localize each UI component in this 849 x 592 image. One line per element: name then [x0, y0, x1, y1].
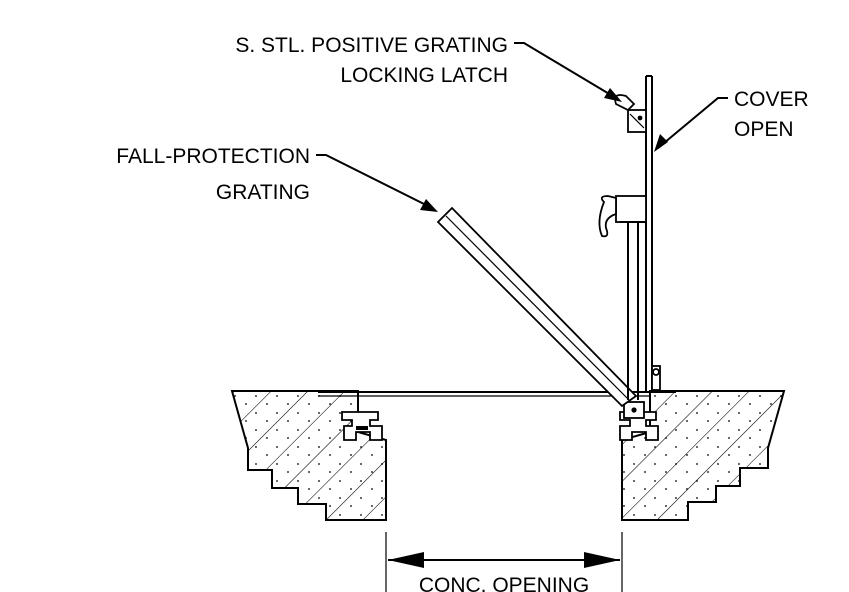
leader-lines [316, 42, 728, 212]
left-frame-extrusion [341, 411, 383, 441]
opening-label: CONC. OPENING [419, 574, 589, 592]
cover-label-line2: OPEN [734, 118, 794, 141]
right-concrete-slab [621, 390, 786, 521]
fall-protection-grating [436, 206, 638, 408]
fall-label-line2: GRATING [216, 181, 310, 204]
latch-label-line1: S. STL. POSITIVE GRATING [235, 34, 508, 57]
cover-label-line1: COVER [734, 88, 809, 111]
cover-open [645, 75, 676, 393]
right-frame-extrusion [619, 401, 659, 441]
opening-dimension [385, 532, 623, 592]
grating-latch-bracket [598, 195, 647, 238]
left-concrete-slab [230, 390, 387, 521]
fall-label-line1: FALL-PROTECTION [116, 145, 310, 168]
grating-support-post [627, 222, 639, 400]
latch-label-line2: LOCKING LATCH [340, 64, 508, 87]
locking-latch [614, 94, 647, 133]
